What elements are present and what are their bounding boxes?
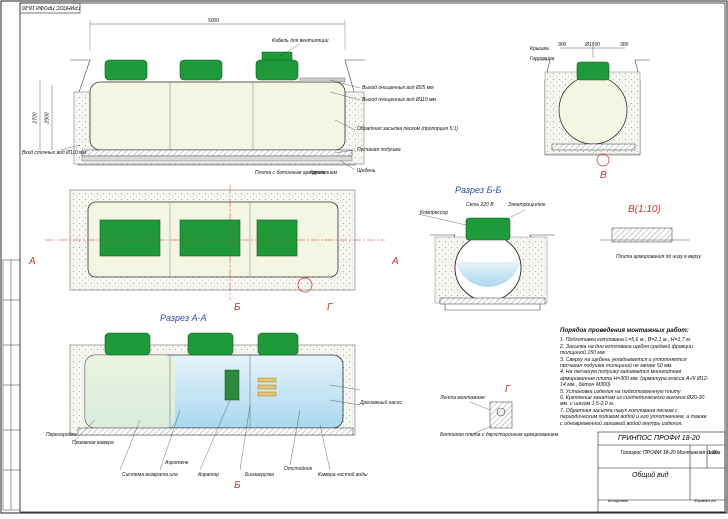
dim-300b: 300: [620, 42, 629, 48]
label-out-chamber: Камера чистой воды: [318, 472, 368, 478]
label-gravel: Щебень: [357, 168, 376, 174]
marker-b-bottom: Б: [234, 480, 241, 491]
label-g1: Лента монтажная: [440, 395, 485, 401]
dim-dia: Ø1500: [585, 42, 601, 48]
label-hatch: Горловина: [530, 56, 555, 62]
dim-2700: 2700: [32, 112, 39, 124]
notes-item: 7. Обратная засыпка пазух котлована песк…: [560, 407, 707, 427]
section-aa: [69, 332, 361, 471]
notes-item: 4. На песчаную подушку заливается моноли…: [560, 369, 709, 389]
stamp-format: Формат А3: [694, 498, 716, 503]
label-elec-box: Электрощиток: [508, 202, 546, 208]
label-pump: Дренажный насос: [360, 400, 402, 406]
label-pipe-out: Выход очищенных вод Ø25 мм: [362, 85, 434, 91]
label-settler: Отстойник: [284, 466, 313, 472]
section-aa-title: Разрез А-А: [160, 313, 207, 323]
dim-length: 5000: [208, 18, 220, 24]
label-bio: Биозагрузка: [245, 472, 274, 478]
notes-item: 2. Засыпка на дно котлована щебня средне…: [560, 343, 693, 357]
notes-item: 1. Подготовка котлована L=5,6 м., B=2,1 …: [560, 337, 692, 344]
marker-v: В: [600, 170, 607, 181]
marker-g: Г: [327, 302, 333, 313]
installation-notes: Порядок проведения монтажных работ: 1. П…: [560, 327, 710, 427]
title-block-frame: [597, 431, 726, 513]
notes-item: 5. Установка изделия на подготовленную п…: [560, 388, 681, 395]
detail-g: [469, 401, 513, 436]
side-view: [39, 20, 365, 171]
dim-2900: 2900: [44, 112, 51, 124]
label-aero: Аэротенк: [165, 460, 189, 466]
stamp-title: ГРИНПОС ПРОФИ 18-20: [618, 435, 700, 442]
marker-b-top: Б: [234, 302, 241, 313]
label-slab: Плита с бетонным армированием: [255, 170, 338, 176]
marker-a-right: А: [392, 256, 399, 267]
label-slab-rein: Плита армирования по низу в верху: [616, 254, 702, 260]
notes-item: 6. Крепление канатом из синтетического в…: [560, 395, 705, 408]
stamp-scale: 1:20: [708, 450, 718, 456]
label-socket: Сеть 220 В: [466, 202, 494, 208]
label-cable: Кабель для вентиляции: [272, 38, 329, 44]
marker-a-left: А: [29, 256, 36, 267]
label-inlet: Вход сточных вод Ø110 мм: [22, 150, 87, 156]
label-cover: Крышка: [530, 46, 549, 52]
label-compressor: Компрессор: [420, 210, 448, 216]
label-partition: Перегородка: [46, 432, 77, 438]
title-block: ГРИНПОС ПРОФИ 18-20 Топаэрос ПРОФИ 18-20…: [598, 432, 726, 512]
label-prim-chamber: Приемная камера: [72, 440, 114, 446]
label-recycle: Система возврата ила: [122, 472, 178, 478]
label-backfill: Обратная засыпка песком (пропорция 5:1): [357, 126, 459, 132]
cross-section-v: [535, 46, 650, 167]
notes-title: Порядок проведения монтажных работ:: [560, 327, 689, 334]
stamp-view: Общий вид: [632, 472, 669, 479]
section-bb: [417, 209, 555, 311]
corner-label: ГРИНПОС ПРОФИ 18-20: [22, 4, 81, 10]
section-bb-title: Разрез Б-Б: [455, 185, 502, 195]
label-aerator: Аэратор: [198, 472, 220, 478]
stamp-copied: Копировал: [608, 498, 628, 503]
plan-view: [45, 185, 385, 300]
label-sand: Песчаная подушка: [357, 147, 401, 153]
label-ground: Грунт: [310, 170, 325, 176]
dim-300a: 300: [558, 42, 567, 48]
label-g2: Бетонная плита с двухсторонним армирован…: [440, 432, 559, 438]
detail-v: [600, 227, 690, 243]
stamp-sub: Топаэрос ПРОФИ 18-20 Монтажная схема: [620, 450, 721, 456]
notes-item: 3. Сверху на щебень укладывается и уплот…: [560, 356, 687, 370]
label-pipe-out2: Выход очищенных вод Ø110 мм: [362, 97, 436, 103]
detail-g-title: Г: [505, 384, 511, 395]
detail-v-title: В(1:10): [628, 204, 661, 215]
